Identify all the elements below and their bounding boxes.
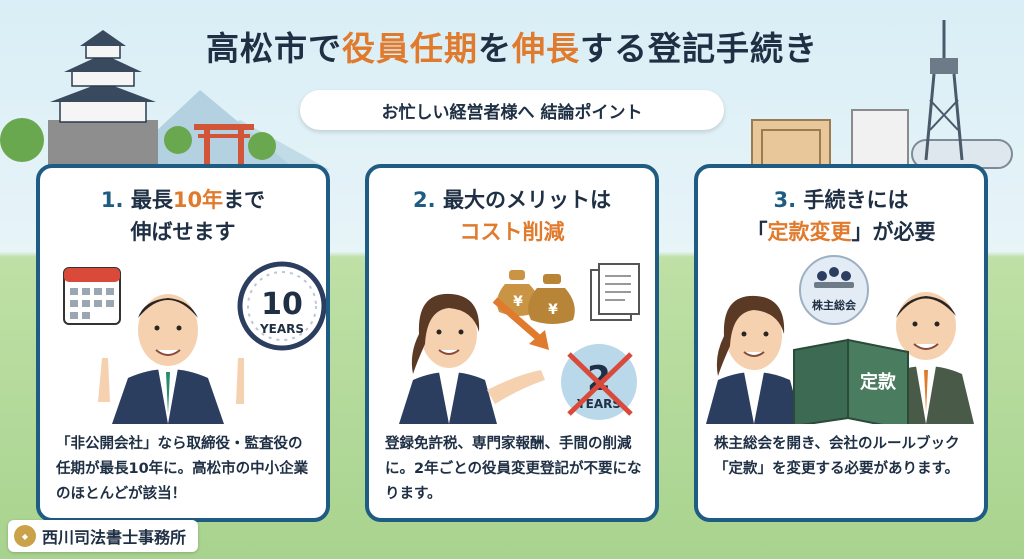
- card-illustration: 株主総会: [706, 255, 974, 424]
- articles-book-icon: 定款: [793, 338, 909, 424]
- decrease-arrow-icon: [492, 297, 549, 350]
- subtitle-pill: お忙しい経営者様へ 結論ポイント: [300, 90, 724, 130]
- card-description: 株主総会を開き、会社のルールブック「定款」を変更する必要があります。: [714, 436, 960, 477]
- heading-line-2: 伸ばせます: [130, 220, 236, 244]
- office-name-badge: ◆ 西川司法書士事務所: [8, 520, 199, 552]
- heading-text: 」が必要: [851, 220, 936, 244]
- document-icon: [590, 263, 640, 321]
- point-card-2: 2. 最大のメリットは コスト削減 ¥ ¥: [365, 164, 659, 522]
- tower-icon: [924, 20, 964, 161]
- office-name: 西川司法書士事務所: [42, 528, 187, 547]
- card-number: 3.: [773, 188, 797, 212]
- badge-label: YEARS: [576, 397, 621, 411]
- two-years-crossed-badge: 2 YEARS: [561, 344, 637, 420]
- card-description: 「非公開会社」なら取締役・監査役の任期が最長10年に。高松市の中小企業のほとんど…: [56, 436, 309, 502]
- heading-highlight: コスト削減: [459, 220, 565, 244]
- card-number: 2.: [413, 188, 436, 212]
- ten-years-clock-icon: 10 YEARS: [237, 261, 326, 351]
- coin-symbol: ¥: [548, 302, 558, 318]
- castle-icon: [48, 30, 158, 165]
- tree-icon: [0, 118, 44, 162]
- tree-icon: [248, 132, 276, 160]
- card-heading: 2. 最大のメリットは コスト削減: [369, 184, 655, 248]
- clock-label: YEARS: [259, 322, 304, 336]
- heading-text: 手続きには: [803, 188, 909, 212]
- card-illustration: ¥ ¥: [399, 263, 640, 424]
- businessman-illustration: [98, 294, 244, 424]
- heading-text: 最長: [130, 188, 173, 212]
- businesswoman-illustration: [399, 293, 545, 424]
- money-bag-icon: ¥: [528, 274, 575, 324]
- heading-text: 最大のメリットは: [442, 188, 611, 212]
- tree-icon: [164, 126, 192, 154]
- title-part: 高松市で: [206, 29, 342, 68]
- calendar-icon: [63, 267, 121, 325]
- coin-symbol: ¥: [513, 294, 523, 310]
- title-accent: 役員任期: [342, 29, 478, 68]
- book-label: 定款: [860, 371, 897, 393]
- card-description: 登録免許税、専門家報酬、手間の削減に。2年ごとの役員変更登記が不要になります。: [385, 436, 642, 502]
- title-accent: 伸長: [512, 29, 580, 68]
- heading-text: まで: [223, 188, 266, 212]
- city-buildings-icon: [751, 109, 1013, 169]
- heading-highlight: 定款変更: [767, 220, 852, 244]
- point-card-3: 3. 手続きには 「定款変更」が必要 株主総会: [694, 164, 988, 522]
- card-illustration: 10 YEARS: [63, 261, 326, 424]
- heading-text: 「: [746, 220, 768, 244]
- title-part: する登記手続き: [580, 29, 818, 68]
- point-card-1: 1. 最長10年まで 伸ばせます: [36, 164, 330, 522]
- torii-gate-icon: [194, 124, 254, 166]
- card-number: 1.: [100, 188, 124, 212]
- heading-highlight: 10年: [172, 188, 224, 212]
- clock-number: 10: [261, 287, 303, 322]
- businesswoman-illustration: [706, 295, 802, 424]
- page-title: 高松市で役員任期を伸長する登記手続き: [0, 22, 1024, 70]
- card-heading: 3. 手続きには 「定款変更」が必要: [698, 184, 984, 248]
- meeting-label: 株主総会: [812, 298, 857, 312]
- office-logo-icon: ◆: [14, 525, 36, 547]
- shareholders-meeting-bubble: 株主総会: [799, 255, 869, 325]
- title-part: を: [478, 29, 512, 68]
- card-heading: 1. 最長10年まで 伸ばせます: [40, 184, 326, 248]
